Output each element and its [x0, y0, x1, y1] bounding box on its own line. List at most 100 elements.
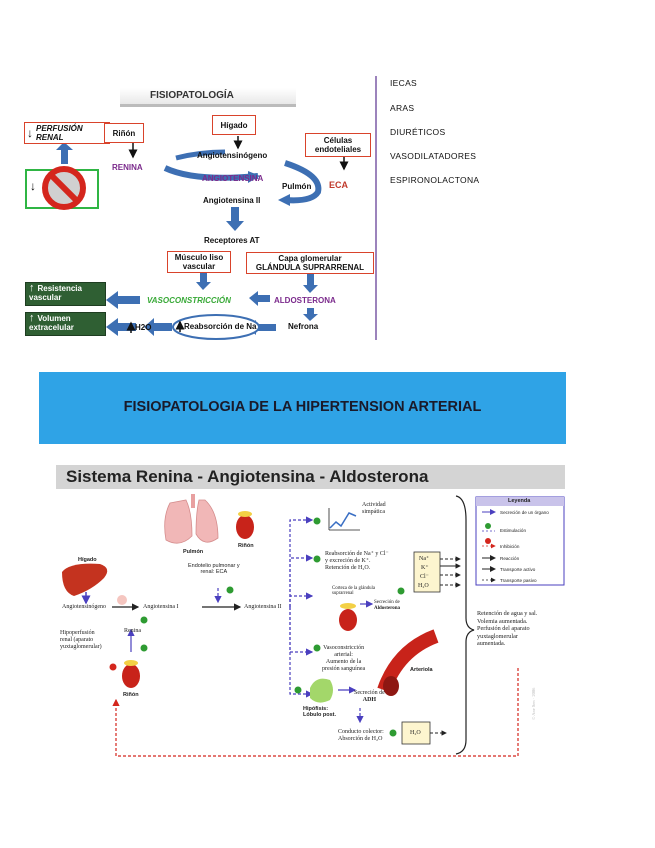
raa-conducto-line1: Conducto colector:: [338, 729, 384, 735]
curve-renina: [175, 149, 226, 161]
raa-corteza: Corteza de la glándula suprarrenal: [332, 586, 375, 596]
banner: FISIOPATOLOGIA DE LA HIPERTENSION ARTERI…: [39, 372, 566, 444]
raa-hipoperfusion-line1: Hipoperfusión: [60, 630, 95, 636]
resistencia-line2: vascular: [29, 293, 62, 302]
raa-secrecion-aldo-line1: Secreción de: [374, 600, 400, 605]
higado-box: Hígado: [212, 115, 256, 135]
treatment-item-1: IECAS: [390, 78, 418, 88]
angiotensinogeno-label: Angiotensinógeno: [197, 151, 268, 160]
raa-reabs-line3: Retención de H₂O.: [325, 565, 371, 571]
volumen-line1: Volumen: [37, 314, 71, 323]
curve-pulmon: [284, 160, 322, 204]
raa-rinon-top: Riñón: [238, 543, 254, 549]
treatment-item-3: DIURÉTICOS: [390, 127, 446, 137]
pulmon-label: Pulmón: [282, 182, 312, 191]
vasoconstriccion-label: VASOCONSTRICCIÓN: [147, 296, 231, 305]
result-1: Retención de agua y sal.: [477, 610, 538, 617]
kidney-top-icon: [236, 515, 254, 539]
treatment-item-2: ARAS: [390, 103, 415, 113]
treatment-item-5: ESPIRONOLACTONA: [390, 175, 480, 185]
ion-cl: Cl⁻: [420, 574, 429, 580]
arrow-left-h2o: [106, 318, 118, 336]
raa-rinon-bottom: Riñón: [123, 692, 139, 698]
raa-vaso: Vasoconstricción arterial: Aumento de la…: [322, 645, 365, 673]
raa-angiotensina-ii: Angiotensina II: [244, 604, 282, 610]
lungs-icon: [164, 499, 193, 544]
raa-renina: Renina: [124, 628, 141, 634]
raa-hipoperfusion-line2: renal (aparato: [60, 637, 94, 643]
raa-hipoperfusion: Hipoperfusión renal (aparato yuxtaglomer…: [60, 630, 102, 651]
curve-angiotensina: [163, 165, 259, 181]
capa-line2: GLÁNDULA SUPRARRENAL: [255, 263, 365, 272]
raa-adh-line1: Secreción de: [354, 690, 385, 696]
raa-secrecion-aldo-line2: Aldosterona: [374, 606, 401, 611]
raa-corteza-line1: Corteza de la glándula: [332, 586, 376, 591]
top-title: FISIOPATOLOGÍA: [150, 90, 234, 101]
ion-na: Na⁺: [419, 556, 430, 562]
adrenal-icon: [339, 609, 357, 631]
raa-endotelio: Endotelio pulmonar y renal: ECA: [188, 563, 240, 575]
watermark: © Ane Sen · 2006: [531, 687, 536, 720]
banner-title: FISIOPATOLOGIA DE LA HIPERTENSION ARTERI…: [123, 399, 482, 415]
prohibited-box: ↓: [25, 166, 99, 210]
raa-hipoperfusion-line3: yuxtaglomerular): [60, 644, 102, 650]
perfusion-box: ↓ PERFUSIÓN RENAL: [24, 122, 110, 144]
raa-higado: Hígado: [78, 557, 97, 563]
perfusion-line2: RENAL: [36, 133, 64, 142]
results-brace: [455, 495, 475, 755]
raa-actividad-line2: simpática: [362, 509, 385, 515]
aldosterona-label: ALDOSTERONA: [274, 296, 336, 305]
title-bar: [120, 88, 296, 107]
volumen-line2: extracelular: [29, 323, 74, 332]
raa-endotelio-line2: renal: ECA: [200, 569, 228, 575]
legend-item-5: Transporte activo: [500, 567, 536, 572]
legend-red-dot: [485, 538, 491, 544]
resistencia-line1: Resistencia: [37, 284, 82, 293]
raa-reabs-line2: y excreción de K⁺.: [325, 558, 371, 564]
ion-k: K⁺: [421, 565, 429, 571]
higado-label: Hígado: [220, 120, 248, 130]
ion-h2o: H₂O: [418, 583, 429, 589]
raa-endotelio-line1: Endotelio pulmonar y: [188, 563, 240, 569]
musculo-line2: vascular: [182, 262, 216, 271]
legend-item-6: Transporte pasivo: [500, 578, 537, 583]
result-5: aumentada.: [477, 640, 506, 647]
feedback-loop: [112, 668, 519, 757]
raa-pulmon: Pulmón: [183, 549, 204, 555]
raa-actividad: Actividad simpática: [362, 502, 386, 516]
ion-tube: [413, 551, 441, 593]
legend-item-3: Inhibición: [500, 544, 520, 549]
capa-line1: Capa glomerular: [278, 254, 342, 263]
legend-item-4: Reacción: [500, 556, 520, 561]
raa-conducto-line2: Absorción de H₂O: [338, 736, 383, 742]
perfusion-line1: PERFUSIÓN: [36, 124, 83, 133]
reabsorcion-ellipse: [172, 314, 260, 340]
angiotensina-ii-label: Angiotensina II: [203, 196, 261, 205]
liver-icon: [62, 563, 108, 596]
result-4: yuxtaglomerular: [477, 632, 518, 640]
angiotensina-label: ANGIOTENSINA: [202, 174, 264, 183]
raa-secrecion-aldo: Secreción de Aldosterona: [374, 600, 400, 612]
musculo-line1: Músculo liso: [174, 253, 224, 262]
result-3: Perfusión del aparato: [477, 625, 530, 632]
volumen-box: ↑ Volumen extracelular: [25, 312, 106, 336]
raa-reabs: Reabsorción de Na⁺ y Cl⁻ y excreción de …: [325, 551, 389, 572]
top-arrows: [56, 76, 377, 340]
raa-title-bar: [56, 465, 565, 489]
arrow-left-vaso: [106, 291, 118, 309]
legend-title: Leyenda: [508, 498, 531, 504]
kidney-bottom-icon: [122, 664, 140, 688]
raa-hipofisis-line2: Lóbulo post.: [303, 712, 336, 718]
raa-arteriola: Arteriola: [410, 667, 433, 673]
raa-vaso-line4: presión sanguínea: [322, 666, 366, 672]
raa-actividad-line1: Actividad: [362, 502, 386, 508]
legend-item-1: Secreción de un órgano: [500, 510, 549, 515]
raa-title: Sistema Renina - Angiotensina - Aldoster…: [66, 467, 429, 486]
reabsorcion-label: Reabsorción de Na: [184, 322, 257, 331]
raa-vaso-line1: Vasoconstricción: [323, 645, 365, 651]
results-list: Retención de agua y sal. Volemia aumenta…: [477, 610, 537, 648]
